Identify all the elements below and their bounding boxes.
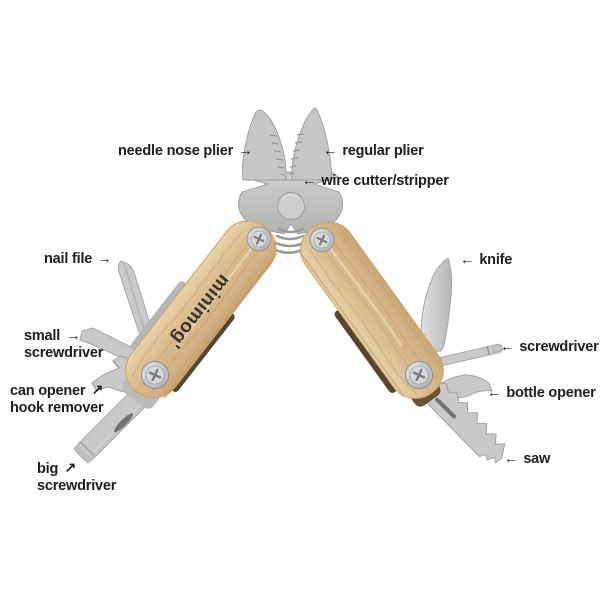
callout-needle-nose-plier: needle nose plier → [118, 143, 253, 160]
callout-small-screwdriver: small → screwdriver [24, 328, 103, 362]
arrow-right-icon: → [66, 328, 81, 344]
callout-regular-plier: ← regular plier [323, 143, 424, 160]
arrow-up-right-icon: ↗ [91, 383, 104, 399]
jaw-serrations [269, 133, 305, 176]
callout-screwdriver-label: screwdriver [519, 339, 599, 355]
left-handle-outer-blade-edge [130, 281, 187, 351]
callout-screwdriver: ← screwdriver [500, 339, 599, 356]
plier-head [237, 107, 344, 255]
callout-bottle-opener-label: bottle opener [506, 385, 596, 401]
callout-can-opener-line2: hook remover [10, 400, 104, 416]
arrow-up-right-icon: ↗ [64, 461, 77, 477]
callout-saw-label: saw [523, 451, 551, 467]
arrow-left-icon: ← [302, 173, 317, 189]
callout-can-opener-line1: can opener [10, 383, 86, 399]
arrow-left-icon: ← [460, 252, 475, 268]
callout-big-screwdriver-line2: screwdriver [37, 478, 117, 494]
screw-top-left [245, 225, 273, 253]
callout-knife: ← knife [460, 252, 512, 269]
callout-big-screwdriver-line1: big [37, 461, 59, 477]
knife-spine [444, 262, 450, 341]
left-jaw [242, 109, 287, 181]
pivot-circle [276, 191, 306, 221]
callout-needle-nose-plier-label: needle nose plier [118, 143, 234, 159]
right-handle-edge-shade [297, 249, 406, 398]
left-handle: minimog' [122, 220, 279, 409]
arrow-left-icon: ← [323, 143, 338, 159]
screw-top-right [308, 226, 336, 254]
screw-bottom-left [140, 360, 170, 390]
callout-bottle-opener: ← bottle opener [487, 385, 596, 402]
callout-wire-cutter: ← wire cutter/stripper [302, 173, 449, 190]
arrow-left-icon: ← [487, 385, 502, 401]
callout-knife-label: knife [479, 252, 513, 268]
arrow-right-icon: → [97, 251, 112, 267]
right-handle-inner-tools [334, 309, 398, 393]
arrow-left-icon: ← [500, 339, 515, 355]
right-handle [297, 221, 444, 407]
callout-saw: ← saw [504, 451, 550, 468]
arrow-right-icon: → [238, 143, 253, 159]
callout-nail-file-label: nail file [44, 251, 93, 267]
callout-small-screwdriver-line1: small [24, 328, 61, 344]
screw-bottom-right [404, 360, 434, 390]
left-handle-edge-shade [163, 252, 279, 399]
pivot-highlight [281, 194, 300, 201]
callout-big-screwdriver: big ↗ screwdriver [37, 461, 116, 495]
callout-nail-file: nail file → [44, 251, 112, 268]
callout-regular-plier-label: regular plier [342, 143, 424, 159]
right-handle-wood [300, 221, 444, 399]
callout-wire-cutter-label: wire cutter/stripper [321, 173, 449, 189]
arrow-left-icon: ← [504, 451, 519, 467]
callout-can-opener: can opener ↗ hook remover [10, 383, 104, 417]
callout-small-screwdriver-line2: screwdriver [24, 345, 104, 361]
can-opener-notch [112, 360, 120, 369]
